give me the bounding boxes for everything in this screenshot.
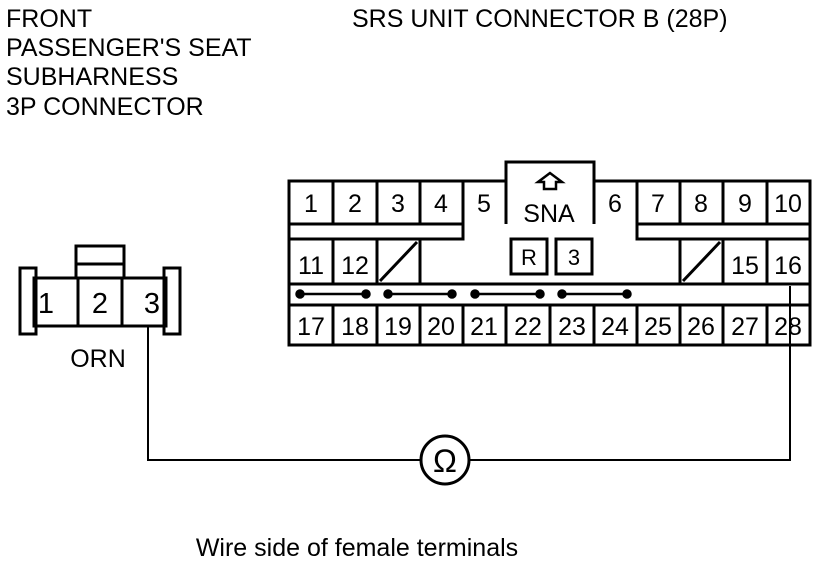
left-connector-title: FRONT PASSENGER'S SEAT SUBHARNESS 3P CON…	[6, 5, 252, 121]
pin-label: 28	[774, 313, 802, 341]
pin-label: 26	[687, 313, 715, 341]
pin-label: 20	[427, 313, 455, 341]
pin-label: 17	[297, 313, 325, 341]
pin-label: 3	[391, 190, 405, 218]
pin-label: 6	[608, 190, 622, 218]
box-r-label: R	[521, 245, 537, 270]
pin-label: 11	[298, 252, 324, 280]
row2-pins: 11 12 15 16	[298, 252, 802, 280]
pin-label: 10	[774, 190, 802, 218]
left-pin-2: 2	[92, 288, 108, 320]
pin-label: 15	[731, 252, 759, 280]
left-title-line-3: SUBHARNESS	[6, 63, 178, 91]
pin-label: 2	[348, 190, 362, 218]
right-connector-title: SRS UNIT CONNECTOR B (28P)	[352, 5, 728, 33]
left-pin-1: 1	[38, 288, 54, 320]
caption: Wire side of female terminals	[196, 534, 518, 562]
srs-unit-connector-b	[287, 160, 812, 347]
row3-pins: 17 18 19 20 21 22 23 24 25 26 27 28	[297, 313, 802, 341]
wire-color-label: ORN	[70, 345, 126, 373]
pin-label: 5	[477, 190, 491, 218]
ohm-symbol: Ω	[433, 443, 457, 479]
pin-label: 12	[341, 252, 369, 280]
pin-label: 24	[601, 313, 629, 341]
pin-label: 1	[304, 190, 318, 218]
pin-label: 27	[731, 313, 759, 341]
pin-label: 16	[774, 252, 802, 280]
probe-wire-right	[469, 286, 791, 461]
connector-code: SNA	[523, 200, 575, 228]
pin-label: 9	[738, 190, 752, 218]
left-title-line-4: 3P CONNECTOR	[6, 93, 204, 121]
pin-label: 22	[514, 313, 542, 341]
pin-label: 21	[470, 313, 498, 341]
pin-label: 23	[558, 313, 586, 341]
pin-label: 7	[651, 190, 665, 218]
left-title-line-2: PASSENGER'S SEAT	[6, 34, 252, 62]
probe-wire-left	[147, 326, 421, 461]
shorting-bars	[295, 289, 632, 299]
pin-label: 19	[384, 313, 412, 341]
row1-pins: 1 2 3 4 5 6 7 8 9 10	[304, 190, 802, 218]
left-3p-connector	[18, 244, 182, 336]
pin-label: 18	[341, 313, 369, 341]
lock-arrow-icon	[534, 171, 566, 191]
ohmmeter-icon: Ω	[419, 434, 471, 486]
left-pin-3: 3	[144, 288, 160, 320]
left-title-line-1: FRONT	[6, 5, 92, 33]
pin-label: 25	[644, 313, 672, 341]
pin-label: 8	[694, 190, 708, 218]
box-3-label: 3	[568, 245, 580, 270]
pin-label: 4	[434, 190, 448, 218]
